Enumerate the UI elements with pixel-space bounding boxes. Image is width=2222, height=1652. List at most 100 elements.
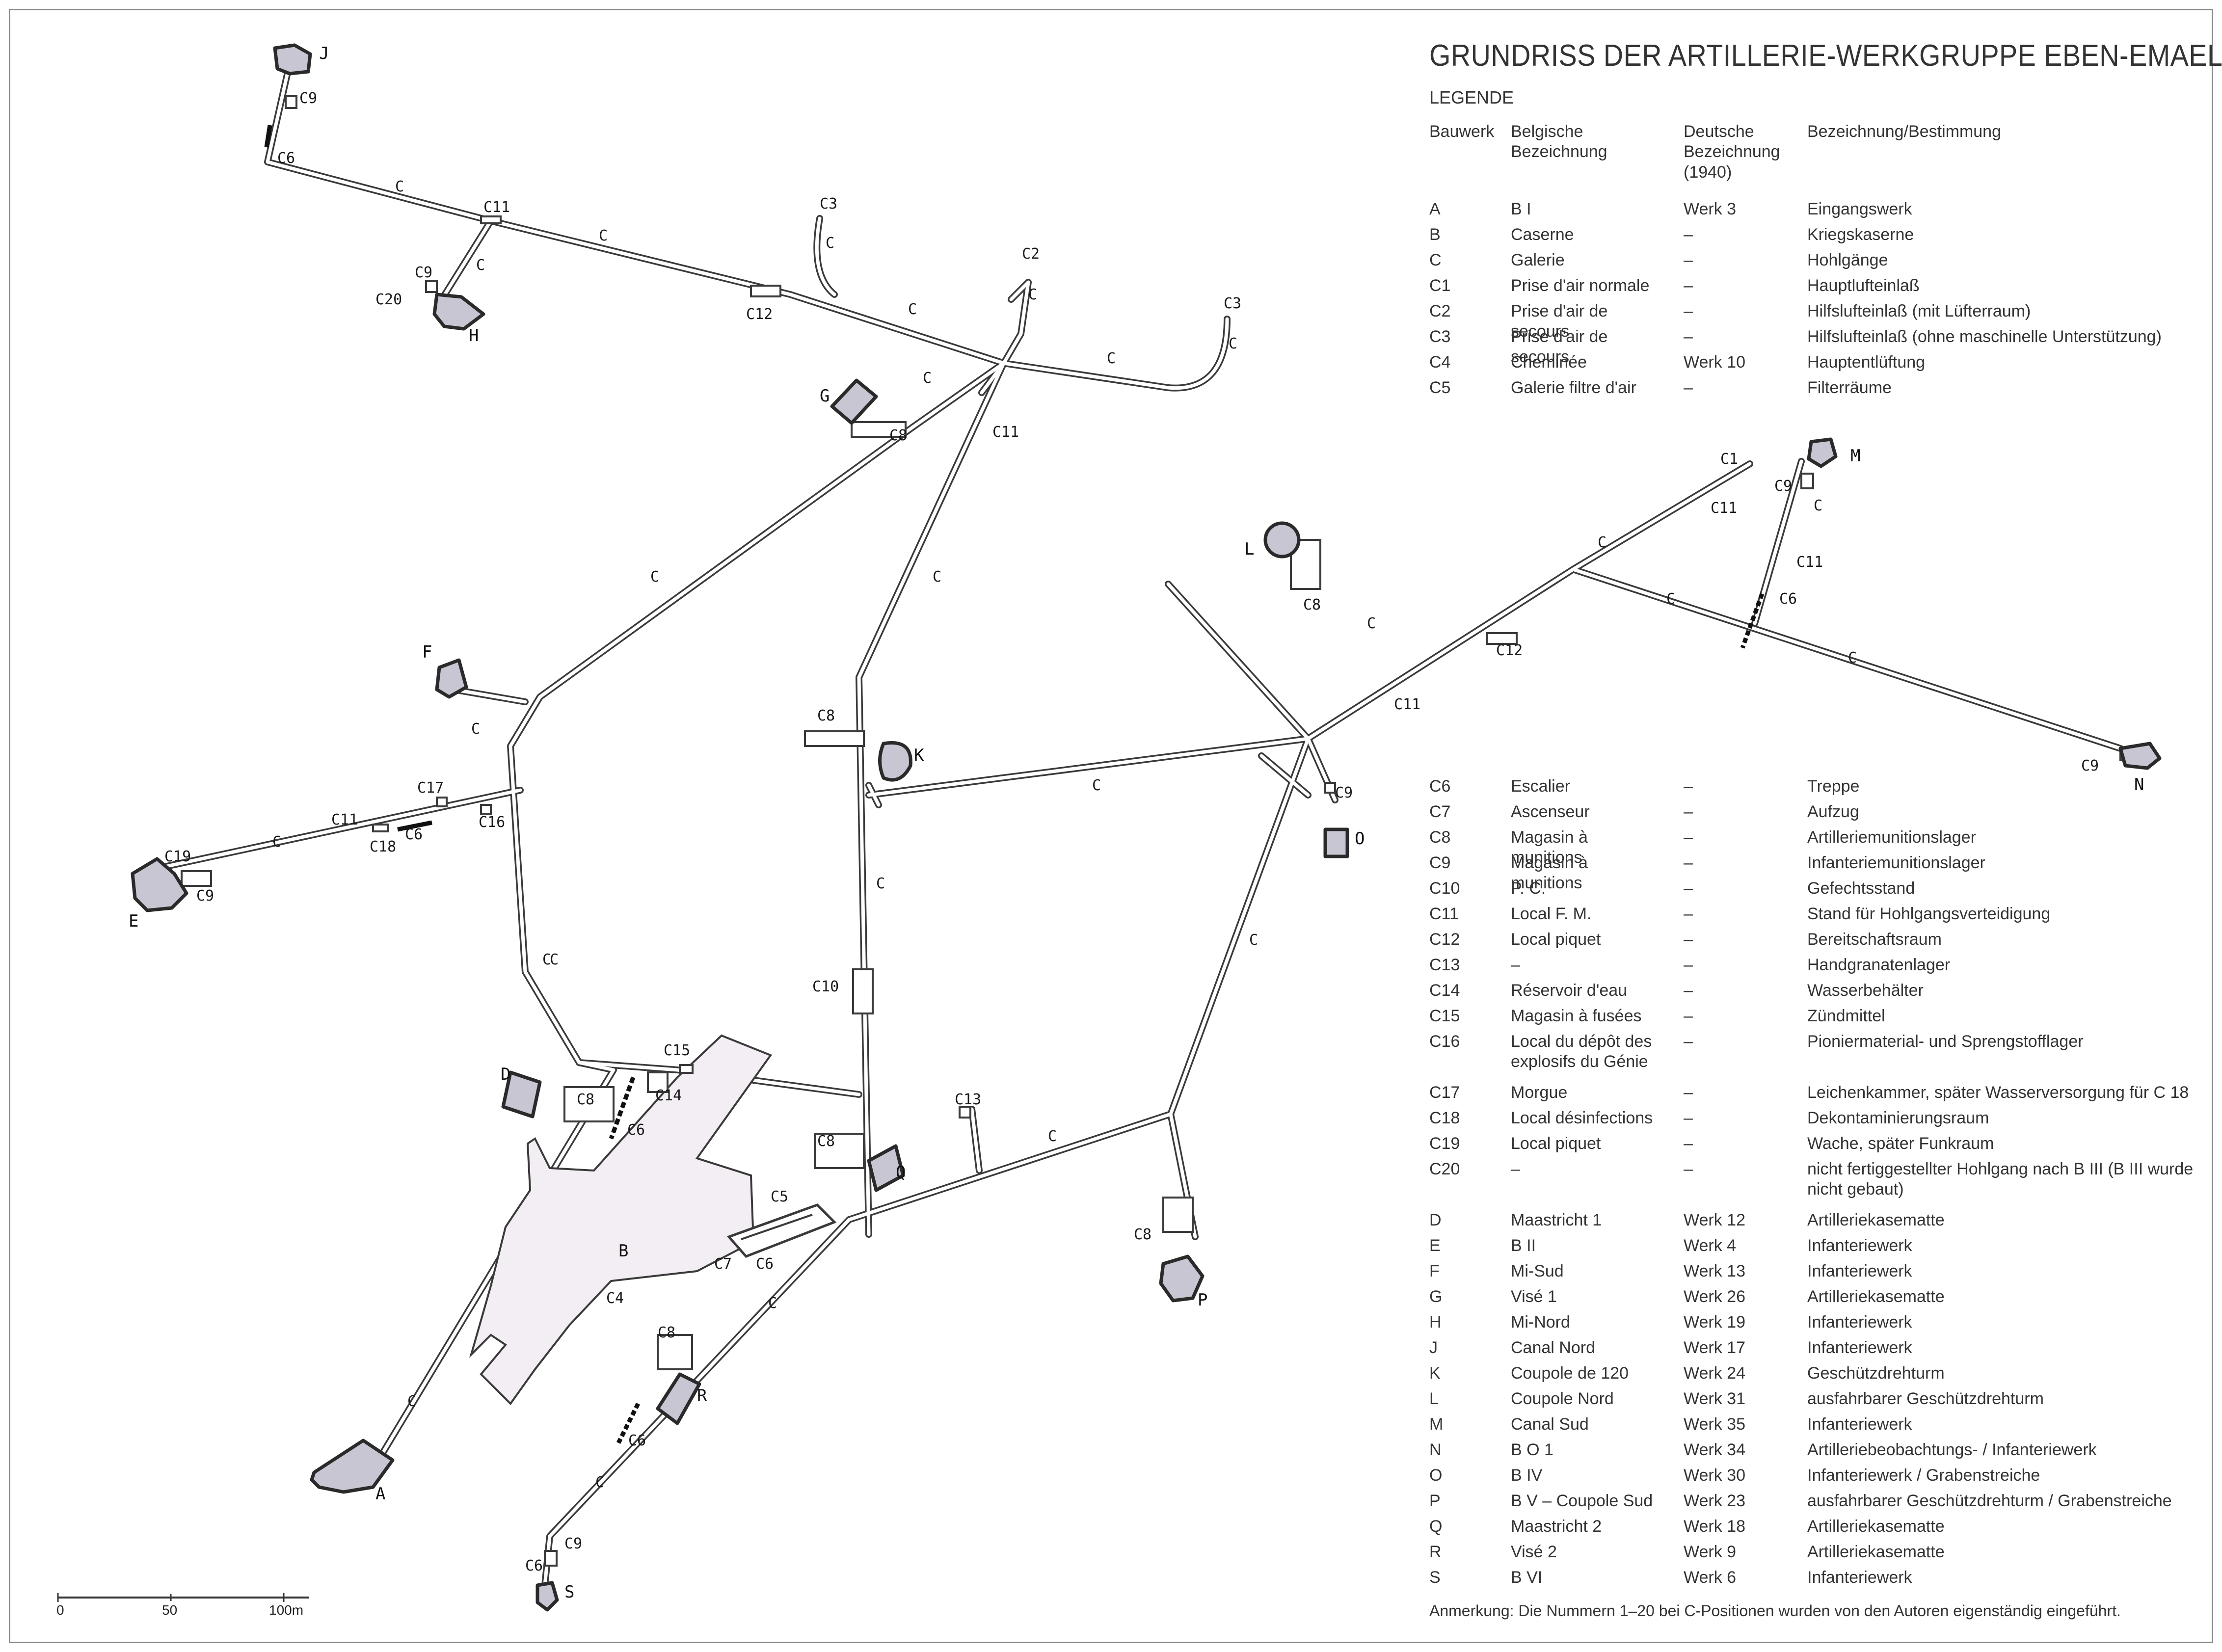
label-c-23: C (550, 951, 559, 968)
label-c20: C20 (375, 291, 402, 308)
legend-german-name: – (1684, 225, 1693, 244)
legend-purpose: Kriegskaserne (1807, 225, 1914, 244)
site-label-p: P (1198, 1290, 1207, 1310)
legend-german-name: Werk 18 (1684, 1517, 1745, 1536)
label-c9-h: C9 (415, 264, 432, 281)
legend-code: C13 (1429, 956, 1460, 974)
label-c8-g: C8 (889, 427, 907, 444)
legend-code: F (1429, 1262, 1440, 1280)
site-label-a: A (375, 1484, 385, 1504)
legend-purpose: Infanteriewerk (1807, 1262, 1912, 1280)
label-c-21: C (1848, 649, 1857, 666)
room-c8-r (657, 1334, 693, 1370)
legend-german-name: – (1684, 777, 1693, 796)
bunker-j (273, 43, 312, 76)
label-c-27: C (407, 1393, 416, 1410)
legend-row: C20––nicht fertiggestellter Hohlgang nac… (1429, 1159, 2200, 1210)
legend-purpose: Stand für Hohlgangsverteidigung (1807, 905, 2051, 923)
legend-code: P (1429, 1492, 1441, 1510)
legend-belgian-name: Escalier (1511, 777, 1570, 796)
room-c8-p (1162, 1197, 1194, 1233)
label-c-7: C (1229, 335, 1237, 352)
legend-belgian-name: Canal Sud (1511, 1415, 1589, 1434)
legend-belgian-name: Morgue (1511, 1083, 1568, 1102)
stair-segment (609, 1076, 636, 1140)
site-label-m: M (1850, 446, 1860, 466)
legend-code: H (1429, 1313, 1442, 1332)
legend-code: C8 (1429, 828, 1451, 847)
legend-belgian-name: Magasin à munitions (1511, 853, 1588, 893)
legend-purpose: ausfahrbarer Geschützdrehturm (1807, 1389, 2044, 1408)
bunker-a (310, 1439, 395, 1494)
bunker-p (1159, 1254, 1205, 1303)
bunker-d (501, 1070, 542, 1119)
scale-label-50: 50 (162, 1602, 177, 1618)
legend-german-name: – (1684, 1083, 1693, 1102)
header-belgisch: Belgische Bezeichnung (1511, 122, 1607, 161)
legend-german-name: – (1684, 276, 1693, 295)
site-label-n: N (2134, 775, 2144, 795)
legend-table-top: Bauwerk Belgische Bezeichnung Deutsche B… (1429, 122, 2200, 403)
page-frame (9, 9, 2213, 1643)
filter-gallery-c5 (726, 1203, 837, 1258)
legend-purpose: Artilleriebeobachtungs- / Infanteriewerk (1807, 1440, 2097, 1459)
site-label-d: D (501, 1065, 510, 1084)
room-c9-h (425, 280, 438, 293)
legend-belgian-name: B V – Coupole Sud (1511, 1492, 1653, 1510)
legend-german-name: Werk 6 (1684, 1568, 1737, 1587)
room-c19 (181, 870, 212, 887)
legend-purpose: Dekontaminierungsraum (1807, 1109, 1989, 1127)
legend-belgian-name: B O 1 (1511, 1440, 1553, 1459)
legend-purpose: Aufzug (1807, 802, 1859, 821)
site-label-o: O (1355, 829, 1365, 849)
label-c6-j: C6 (277, 150, 295, 167)
legend-belgian-name: Visé 1 (1511, 1287, 1557, 1306)
legend-purpose: Hauptentlüftung (1807, 353, 1926, 372)
legend-code: C9 (1429, 853, 1451, 872)
legend-belgian-name: Magasin à fusées (1511, 1007, 1642, 1025)
site-label-h: H (469, 326, 479, 346)
legend-purpose: Artilleriekasematte (1807, 1517, 1945, 1536)
label-c6-m: C6 (1779, 590, 1797, 608)
legend-code: C3 (1429, 327, 1451, 346)
legend-belgian-name: – (1511, 956, 1520, 974)
label-c9-o: C9 (1335, 784, 1353, 801)
map-title: GRUNDRISS DER ARTILLERIE-WERKGRUPPE EBEN… (1429, 39, 2222, 73)
legend-belgian-name: Local piquet (1511, 1134, 1601, 1153)
legend-belgian-name: Canal Nord (1511, 1338, 1595, 1357)
legend-belgian-name: Prise d'air normale (1511, 276, 1650, 295)
legend-purpose: Wasserbehälter (1807, 981, 1924, 1000)
label-c8-k: C8 (817, 707, 835, 724)
legend-code: C12 (1429, 930, 1460, 949)
label-c-15: C (876, 875, 885, 892)
label-c-4: C (826, 235, 834, 252)
legend-german-name: – (1684, 327, 1693, 346)
label-c-10: C (650, 568, 659, 586)
site-label-k: K (914, 746, 924, 765)
stair-segment (397, 820, 432, 832)
scale-label-100m: 100m (269, 1602, 303, 1618)
legend-belgian-name: – (1511, 1160, 1520, 1178)
legend-belgian-name: B I (1511, 200, 1531, 218)
site-label-s: S (564, 1582, 574, 1602)
legend-belgian-name: Caserne (1511, 225, 1574, 244)
label-c1: C1 (1720, 451, 1738, 468)
label-c-24: C (1048, 1128, 1057, 1145)
label-c11-top: C11 (483, 199, 510, 216)
label-c-2: C (599, 227, 608, 244)
legend-purpose: Gefechtsstand (1807, 879, 1915, 898)
legend-purpose: Infanteriewerk (1807, 1313, 1912, 1332)
legend-belgian-name: Magasin à munitions (1511, 828, 1588, 867)
